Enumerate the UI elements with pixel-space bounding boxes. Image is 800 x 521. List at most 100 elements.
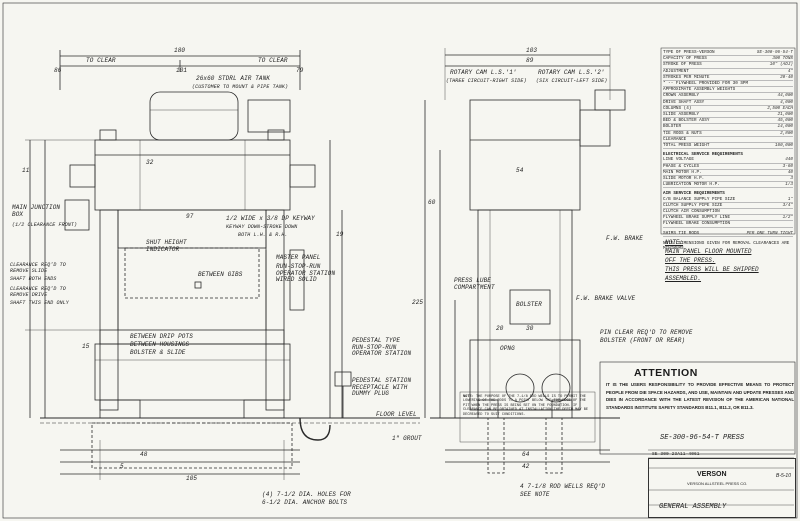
operator-station-label: RUN-STOP-RUN OPERATOR STATION WIRED SOLI… [276, 263, 336, 283]
spec-value: 10" (ADJ) [769, 62, 793, 68]
spec-note-text: DIMENSIONS GIVEN FOR REMOVAL CLEARANCES … [663, 240, 790, 252]
grout-label: 1" GROUT [392, 435, 422, 442]
main-junction-box-label: MAIN JUNCTION BOX [12, 204, 61, 218]
elec-label: PHASE & CYCLES [663, 163, 700, 169]
air-row: CLUTCH SUPPLY PIPE SIZE 3/4" [663, 202, 793, 210]
fw-brake-label: F.W. BRAKE [606, 235, 644, 242]
spec-value: 4,000 [780, 99, 793, 105]
air-row: CLUTCH AIR CONSUMPTION [663, 209, 793, 216]
dim-79: 79 [296, 67, 304, 74]
dim-64: 64 [522, 451, 530, 458]
job-number: SE 300 23A11-4061 [652, 452, 700, 457]
clearance-slide-label-2: SHAFT BOTH ENDS [10, 276, 57, 282]
rod-well-1 [487, 417, 505, 474]
side-crown [469, 99, 581, 211]
dim-86: 86 [54, 67, 62, 74]
shut-height-label: SHUT HEIGHT INDICATOR [146, 239, 187, 253]
dim-97: 97 [186, 213, 194, 220]
side-opening-2 [541, 373, 571, 403]
side-bolster-label: BOLSTER [516, 301, 542, 308]
clearance-drive-label: CLEARANCE REQ'D TO REMOVE DRIVE [10, 286, 66, 298]
notes-right-line3: THIS PRESS WILL BE SHIPPED [665, 266, 759, 273]
dim-103: 103 [526, 47, 538, 54]
anchor-holes-label: (4) 7-1/2 DIA. HOLES FOR [262, 491, 351, 498]
notes-right: NOTE: MAIN PANEL FLOOR MOUNTED OFF THE P… [665, 238, 793, 283]
spec-value: 44,000 [777, 93, 793, 99]
spec-value: SE-300-96-54-T [756, 50, 793, 55]
dim-19: 19 [336, 231, 344, 238]
elec-value: 3 [790, 176, 793, 182]
left-column [99, 209, 119, 411]
brand-logo: VERSON [697, 471, 727, 478]
dim-32: 32 [146, 159, 154, 166]
rotary-cam-2-note: (SIX CIRCUIT-LEFT SIDE) [536, 78, 608, 84]
master-panel-label: MASTER PANEL [276, 254, 321, 261]
rod-wells-label-2: SEE NOTE [520, 491, 550, 498]
elec-value: 40 [787, 169, 793, 175]
side-opening-1 [505, 373, 535, 403]
notes-right-line4: ASSEMBLED. [665, 275, 702, 282]
to-clear-right: TO CLEAR [258, 57, 288, 64]
spec-row: CLEARANCE [663, 137, 793, 144]
attention-box [599, 361, 796, 455]
spec-label: TYPE OF PRESS-VERSON [663, 50, 715, 55]
keyway-note-3: BOTH L.H. & R.H. [238, 232, 288, 238]
spec-label: STROKE OF PRESS [663, 62, 702, 68]
spec-value: 4" [787, 68, 793, 74]
fw-brake-valve-label: F.W. BRAKE VALVE [576, 295, 636, 302]
spec-row: APPROXIMATE ASSEMBLY WEIGHTS [663, 87, 793, 94]
master-panel-box [289, 249, 305, 311]
spec-label: CAPACITY OF PRESS [663, 56, 707, 62]
air-label: CLUTCH AIR CONSUMPTION [663, 209, 720, 215]
between-housings-label: BETWEEN HOUSINGS [130, 341, 190, 348]
between-drip-pots-label: BETWEEN DRIP POTS [130, 333, 193, 340]
spec-label: ADJUSTMENT [663, 68, 689, 74]
bed [94, 343, 291, 401]
air-value: 3/4" [782, 202, 793, 208]
junction-note: (1/2 CLEARANCE FRONT) [12, 222, 78, 228]
dim-105: 105 [186, 475, 198, 482]
junction-box [64, 199, 90, 231]
floor-level-label: FLOOR LEVEL [376, 411, 417, 418]
air-label: CLUTCH SUPPLY PIPE SIZE [663, 202, 723, 208]
dim-30: 30 [526, 325, 534, 332]
spec-row: TYPE OF PRESS-VERSON SE-300-96-54-T [663, 50, 793, 57]
spec-label: BED & BOLSTER ASSY [663, 118, 710, 124]
between-gibs-label: BETWEEN GIBS [198, 271, 243, 278]
bolster-slide-label: BOLSTER & SLIDE [130, 349, 186, 356]
to-clear-left: TO CLEAR [86, 57, 116, 64]
spec-note: NOTE: DIMENSIONS GIVEN FOR REMOVAL CLEAR… [663, 241, 793, 251]
pin-clear-label: PIN CLEAR REQ'D TO REMOVE [600, 329, 693, 336]
elec-label: MAIN MOTOR H.P. [663, 169, 702, 175]
crown [94, 139, 291, 211]
opng-label: OPNG [500, 345, 515, 352]
dim-42: 42 [522, 463, 530, 470]
air-label: FLYWHEEL BRAKE CONSUMPTION [663, 221, 731, 227]
air-row: FLYWHEEL BRAKE CONSUMPTION [663, 221, 793, 228]
spec-row: ADJUSTMENT 4" [663, 69, 793, 75]
pedestal-station [334, 371, 352, 387]
right-column [265, 209, 285, 411]
notes-right-title: NOTE: [665, 239, 684, 246]
dim-5: 5 [120, 463, 124, 470]
air-value: 1" [787, 196, 793, 202]
spec-label: COLUMNS (4) [663, 105, 692, 111]
floor-note: NOTE: THE PURPOSE OF THE 7-1/8 ROD WELLS… [463, 395, 591, 417]
dim-101: 101 [176, 67, 188, 74]
air-tank [149, 91, 239, 141]
rod-wells-label: 4 7-1/8 ROD WELLS REQ'D [520, 483, 606, 490]
dim-overall-width: 180 [174, 47, 186, 54]
elec-value: 440 [785, 157, 793, 163]
spec-label: * -- FLYWHEEL PROVIDED FOR 30 SPM [663, 81, 749, 87]
air-value: 1/2" [782, 215, 793, 221]
